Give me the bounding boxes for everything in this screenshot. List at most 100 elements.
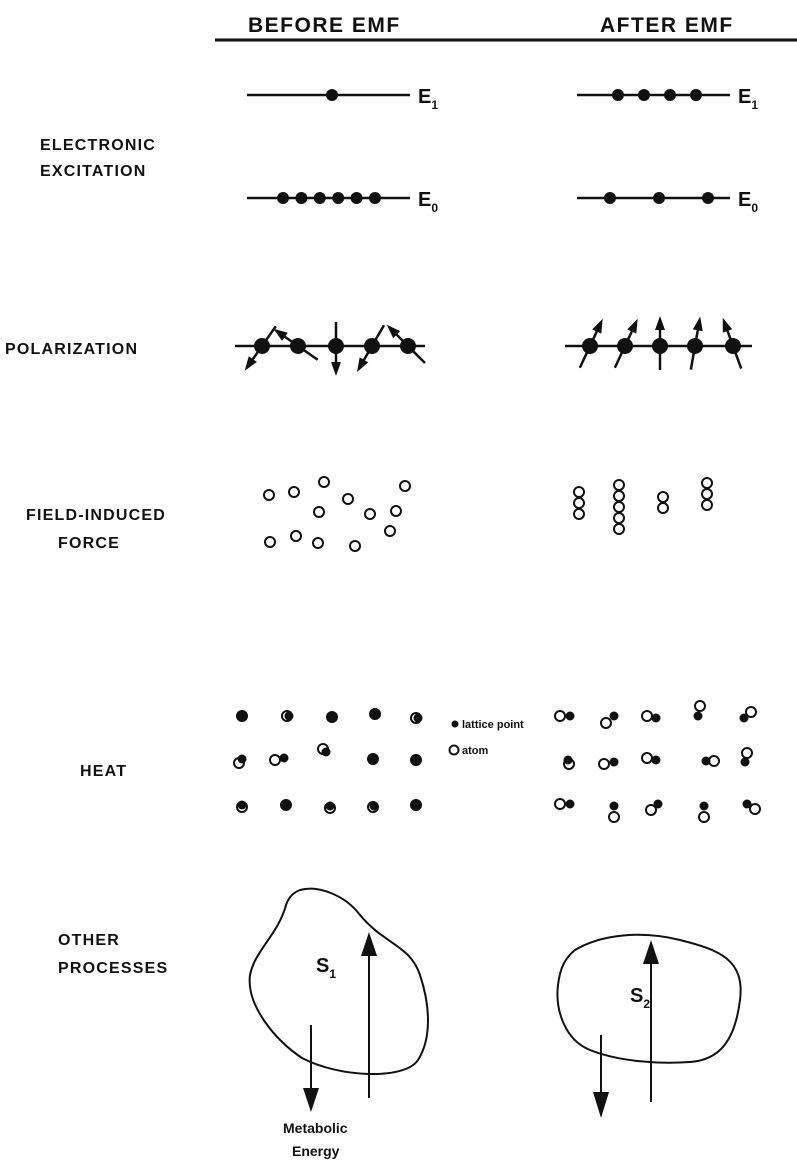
arrow-up-icon <box>361 932 377 956</box>
particle-ring <box>574 487 584 497</box>
lattice-point-dot <box>285 712 294 721</box>
caption-energy: Energy <box>292 1143 340 1159</box>
lattice-point-dot <box>610 758 619 767</box>
dipole-center-dot <box>723 336 744 357</box>
lattice-cell <box>601 712 619 729</box>
atom-ring <box>742 748 752 758</box>
lattice-cell <box>237 801 247 813</box>
particle-ring <box>385 526 395 536</box>
electron-dot <box>612 89 624 101</box>
lattice-cell <box>694 701 706 721</box>
lattice-cell <box>642 753 661 765</box>
atom-legend-icon <box>450 746 459 755</box>
label-force: FORCE <box>58 535 120 552</box>
atom-ring <box>555 799 565 809</box>
lattice-cell <box>270 754 289 766</box>
dipole <box>608 315 645 371</box>
particle-ring <box>313 538 323 548</box>
atom-ring <box>555 711 565 721</box>
lattice-cell <box>609 802 619 823</box>
label-heat: HEAT <box>80 763 127 780</box>
atom-ring <box>270 755 280 765</box>
state-before: S1 Metabolic Energy <box>250 889 428 1159</box>
dipole-arrow-icon <box>592 317 607 334</box>
dipole-arrow-icon <box>693 316 705 332</box>
dipole <box>652 316 668 370</box>
dipole-center-dot <box>686 337 705 356</box>
excitation-after: E1 E0 <box>577 86 758 215</box>
particle-ring <box>658 503 668 513</box>
particle-ring <box>614 513 624 523</box>
field-force-after <box>574 478 712 534</box>
lattice-point-dot <box>371 710 380 719</box>
lattice-cell <box>368 802 379 813</box>
energy-label-e0: E0 <box>418 189 438 215</box>
particle-ring <box>289 487 299 497</box>
atom-ring <box>642 753 652 763</box>
electron-dot <box>690 89 702 101</box>
legend-lattice-point: lattice point <box>462 719 524 731</box>
atom-ring <box>750 804 760 814</box>
energy-label-e1: E1 <box>738 86 758 112</box>
lattice-point-dot <box>700 802 709 811</box>
header-before: BEFORE EMF <box>248 14 401 37</box>
atom-ring <box>642 711 652 721</box>
lattice-cell <box>555 711 575 721</box>
lattice-point-dot <box>740 714 749 723</box>
lattice-point-dot <box>652 756 661 765</box>
energy-label-e1: E1 <box>418 86 438 112</box>
particle-ring <box>574 498 584 508</box>
lattice-point-dot <box>238 755 247 764</box>
lattice-point-dot <box>322 748 331 757</box>
label-electronic: ELECTRONIC <box>40 137 156 154</box>
lattice-point-dot <box>564 756 573 765</box>
particle-ring <box>350 541 360 551</box>
atom-ring <box>601 718 611 728</box>
state-label-s2: S2 <box>630 985 650 1011</box>
lattice-point-dot <box>566 712 575 721</box>
particle-ring <box>400 481 410 491</box>
dipole <box>328 322 344 376</box>
particle-ring <box>702 500 712 510</box>
electron-dot <box>369 192 381 204</box>
lattice-cell <box>699 802 709 823</box>
arrow-down-icon <box>593 1092 609 1118</box>
state-after: S2 <box>557 935 740 1118</box>
dipole-center-dot <box>361 335 383 357</box>
lattice-cell <box>599 758 619 770</box>
lattice-point-dot <box>326 802 335 811</box>
state-label-s1: S1 <box>316 955 336 981</box>
dipole-arrow-icon <box>655 316 665 330</box>
electron-dot <box>653 192 665 204</box>
particle-ring <box>702 478 712 488</box>
dipole-arrow-icon <box>353 357 369 374</box>
polarization-before <box>235 319 431 376</box>
lattice-point-dot <box>282 801 291 810</box>
particle-ring <box>391 506 401 516</box>
label-field-induced: FIELD-INDUCED <box>26 507 166 524</box>
lattice-cell <box>237 711 247 721</box>
lattice-cell <box>743 800 761 815</box>
label-other: OTHER <box>58 932 120 949</box>
lattice-cell <box>740 707 757 723</box>
electron-dot <box>638 89 650 101</box>
electron-dot <box>604 192 616 204</box>
label-polarization: POLARIZATION <box>5 341 138 358</box>
particle-ring <box>614 524 624 534</box>
lattice-cell <box>234 755 247 769</box>
dipole <box>381 319 430 368</box>
lattice-cell <box>370 709 380 719</box>
lattice-cell <box>325 802 335 814</box>
lattice-cell <box>564 756 575 770</box>
arrow-up-icon <box>643 940 659 964</box>
electron-dot <box>332 192 344 204</box>
lattice-cell <box>646 800 663 816</box>
lattice-cell <box>741 748 753 767</box>
excitation-before: E1 E0 <box>247 86 438 215</box>
particle-ring <box>614 491 624 501</box>
state-s1-blob <box>250 889 428 1074</box>
electron-dot <box>277 192 289 204</box>
lattice-point-dot <box>743 800 752 809</box>
field-force-before <box>264 477 410 551</box>
lattice-point-dot <box>369 755 378 764</box>
